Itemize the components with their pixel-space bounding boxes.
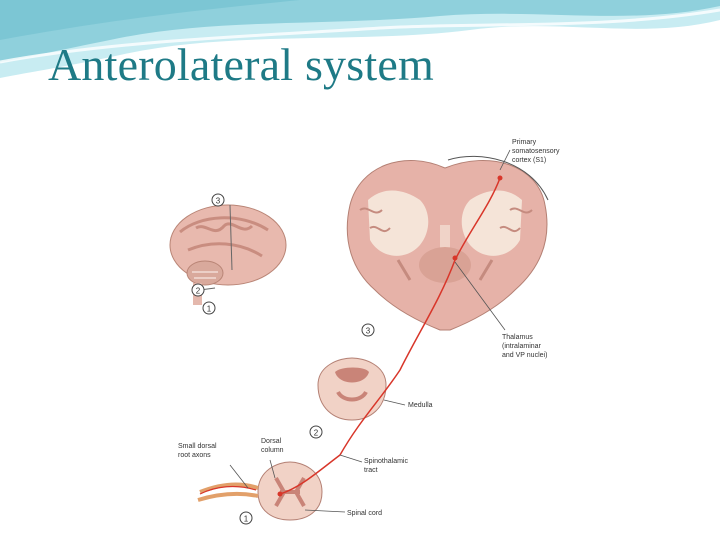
marker-1: 1 (244, 515, 249, 524)
label-spinothalamic-tract: Spinothalamic tract (364, 458, 410, 474)
label-dorsal-column: Dorsal column (261, 438, 284, 454)
slide-title: Anterolateral system (48, 39, 434, 90)
medulla-section: 2 (309, 357, 387, 439)
label-medulla: Medulla (408, 402, 433, 409)
marker-2-small: 2 (196, 287, 201, 296)
label-primary-cortex: Primary somatosensory cortex (S1) (512, 139, 561, 164)
marker-1-small: 1 (207, 305, 212, 314)
label-thalamus: Thalamus (intralaminar and VP nuclei) (502, 334, 547, 359)
marker-2: 2 (314, 429, 319, 438)
sagittal-brain: 3 2 1 (169, 193, 287, 315)
coronal-brain: 3 (346, 155, 549, 337)
label-spinal-cord: Spinal cord (347, 510, 382, 517)
header-wave (0, 0, 720, 78)
label-small-dorsal-root-axons: Small dorsal root axons (178, 443, 218, 459)
marker-3-small: 3 (216, 197, 221, 206)
spinothalamic-pathway (279, 177, 501, 495)
spinal-cord-section: 1 (197, 461, 323, 525)
marker-3: 3 (366, 327, 371, 336)
